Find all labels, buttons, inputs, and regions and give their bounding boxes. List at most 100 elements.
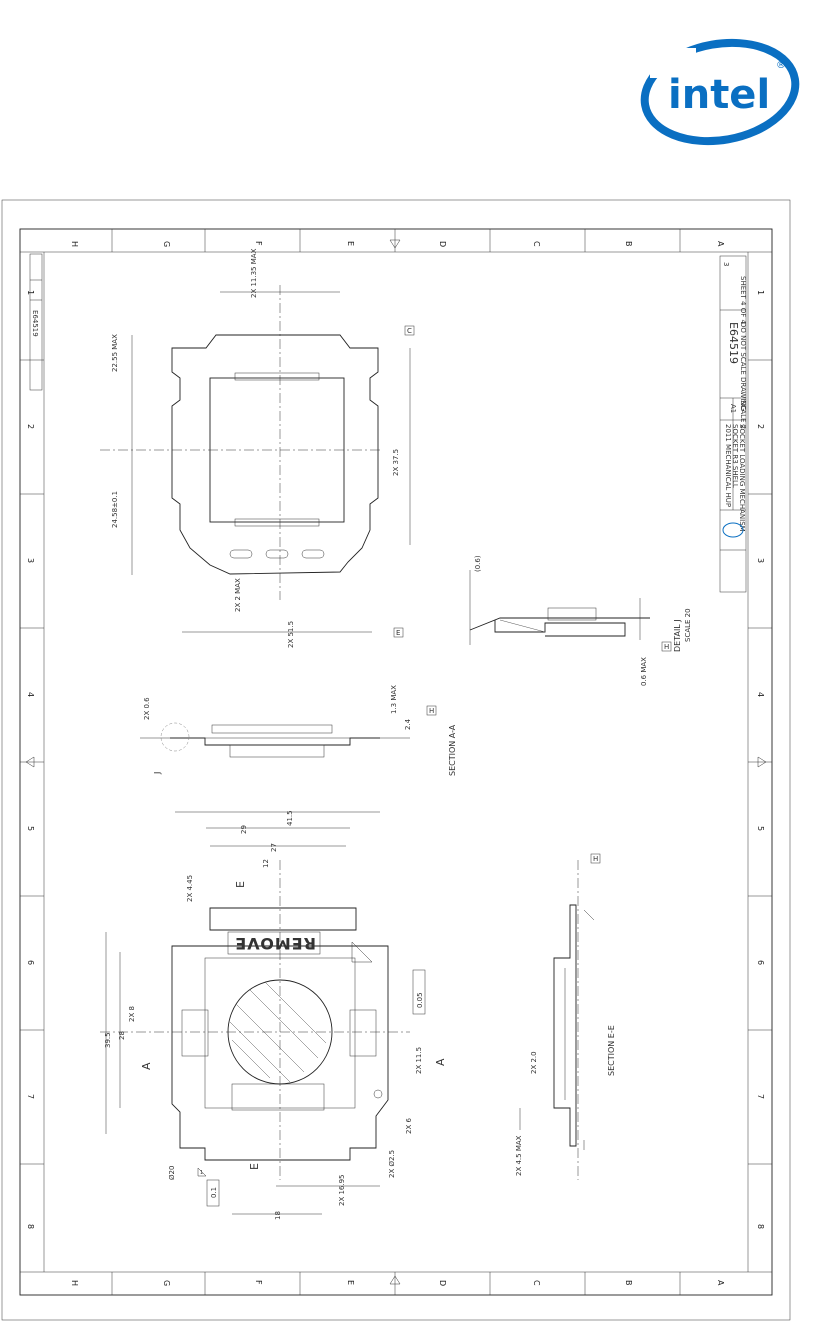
title-size: A1 [729, 404, 737, 413]
title-intel-mark-icon [722, 522, 744, 538]
detail-j-dim-06: (0.6) [474, 555, 482, 572]
rev-block: E64519 [29, 253, 43, 391]
top-dim-2458: 24.58±0.1 [111, 491, 119, 528]
section-mark-e-top: E [234, 881, 247, 888]
title-block: E64519 DO NOT SCALE DRAWING 3 SHEET 4 OF… [719, 255, 747, 593]
zone-number-left: 3 [26, 558, 35, 563]
section-mark-a-left: A [140, 1062, 153, 1070]
section-ee-datum: H [593, 855, 598, 863]
bottom-dim-28: 28 [118, 1031, 126, 1040]
section-aa-callout-j: J [153, 772, 162, 775]
tolerance-box-005: 0.05 [416, 992, 424, 1008]
zone-letter-top: C [532, 241, 541, 247]
intel-logo-text: intel [668, 72, 770, 118]
section-aa-dim-24: 2.4 [404, 718, 412, 730]
zone-number-right: 8 [756, 1224, 765, 1229]
intel-logo: intel ® [640, 38, 800, 146]
title-line-1: 2011 MECHANICAL HUP [724, 424, 732, 507]
section-ee-dim-20: 2X 2.0 [530, 1051, 538, 1074]
zone-number-left: 2 [26, 424, 35, 429]
zone-letter-bottom: C [532, 1280, 541, 1286]
zone-number-right: 7 [756, 1094, 765, 1099]
zone-letter-bottom: F [254, 1280, 263, 1285]
outer-frame [1, 199, 791, 1321]
bottom-dim-25: 2X Ø2.5 [388, 1150, 396, 1178]
section-ee-dim-45max: 2X 4.5 MAX [515, 1135, 523, 1176]
zone-number-left: 1 [26, 290, 35, 295]
bottom-dim-8: 2X 8 [128, 1006, 136, 1022]
bottom-dim-27: 27 [270, 843, 278, 852]
detail-j-datum: H [664, 643, 669, 651]
zone-number-left: 7 [26, 1094, 35, 1099]
top-dim-1135: 2X 11.35 MAX [250, 248, 258, 298]
detail-j-dim-06max: 0.6 MAX [640, 657, 648, 686]
detail-j-scale: SCALE 20 [684, 608, 692, 642]
top-datum-c: C [407, 327, 412, 335]
section-aa-dim-13max: 1.3 MAX [390, 685, 398, 714]
flag-note: 1 [200, 1170, 203, 1176]
section-ee-label: SECTION E-E [607, 1025, 616, 1076]
bottom-dim-395: 39.5 [104, 1032, 112, 1048]
bottom-dim-29: 29 [240, 825, 248, 834]
title-do-not-scale: DO NOT SCALE DRAWING [739, 322, 747, 411]
zone-letter-top: F [254, 241, 263, 246]
remove-engraving: REMOVE [234, 934, 316, 953]
top-dim-2255: 22.55 MAX [111, 334, 119, 372]
svg-text:®: ® [776, 60, 786, 71]
zone-letter-top: G [162, 241, 171, 247]
rev-block-dwg-number: E64519 [31, 310, 39, 337]
zone-letter-top: A [716, 241, 725, 247]
bottom-dim-6: 2X 6 [405, 1118, 413, 1134]
detail-j: (0.6) 0.6 MAX DETAIL J SCALE 20 H [469, 555, 692, 686]
bottom-dim-12: 12 [262, 859, 270, 868]
detail-j-label: DETAIL J [673, 619, 682, 652]
title-drawing-number: E64519 [727, 322, 740, 364]
section-aa-dim-06: 2X 0.6 [143, 697, 151, 720]
zone-letter-bottom: B [624, 1280, 633, 1286]
top-datum-e: E [396, 629, 400, 637]
title-line-3: SOCKET LOADING MECHANISM [738, 424, 746, 532]
zone-letter-top: B [624, 241, 633, 247]
title-scale: SCALE 2 [739, 400, 747, 429]
zone-number-right: 5 [756, 826, 765, 831]
title-line-2: SOCKET R3 SHELL [731, 424, 739, 488]
bottom-view: REMOVE 41.5 29 27 12 2X 4.45 39.5 28 2X … [100, 810, 447, 1220]
zone-number-left: 8 [26, 1224, 35, 1229]
bottom-dim-115: 2X 11.5 [415, 1047, 423, 1074]
zone-number-right: 2 [756, 424, 765, 429]
title-sheet: SHEET 4 OF 4 [739, 276, 747, 324]
section-aa-datum: H [429, 707, 434, 715]
bottom-dim-dia20: Ø20 [168, 1166, 176, 1180]
top-view: 22.55 MAX 24.58±0.1 2X 37.5 2X 11.35 MAX… [100, 248, 415, 648]
section-a-a: J 2X 0.6 1.3 MAX 2.4 SECTION A-A H [140, 685, 457, 776]
zone-letter-bottom: G [162, 1280, 171, 1286]
bottom-dim-445: 2X 4.45 [186, 875, 194, 902]
zone-letter-top: E [346, 241, 355, 246]
zone-number-right: 4 [756, 692, 765, 697]
zone-letter-bottom: A [716, 1280, 725, 1286]
bottom-dim-1695: 2X 16.95 [338, 1174, 346, 1206]
zone-number-left: 6 [26, 960, 35, 965]
bottom-dim-415: 41.5 [286, 810, 294, 826]
zone-letter-bottom: E [346, 1280, 355, 1285]
top-dim-2max: 2X 2 MAX [234, 578, 242, 612]
inner-frame [19, 228, 773, 1296]
section-mark-e-bottom: E [248, 1163, 261, 1170]
bottom-dim-18: 18 [274, 1211, 282, 1220]
zone-number-left: 4 [26, 692, 35, 697]
zone-number-right: 6 [756, 960, 765, 965]
zone-number-left: 5 [26, 826, 35, 831]
zone-letter-top: D [438, 241, 447, 247]
zone-number-right: 3 [756, 558, 765, 563]
zone-letter-bottom: D [438, 1280, 447, 1286]
zone-letter-bottom: H [70, 1280, 79, 1286]
zone-number-right: 1 [756, 290, 765, 295]
section-mark-a-right: A [434, 1058, 447, 1066]
zone-letter-top: H [70, 241, 79, 247]
section-aa-label: SECTION A-A [448, 724, 457, 776]
title-rev: 3 [722, 262, 730, 266]
top-dim-515: 2X 51.5 [287, 621, 295, 648]
tolerance-box-01: 0.1 [210, 1187, 218, 1198]
section-e-e: 2X 2.0 2X 4.5 MAX SECTION E-E H [515, 853, 616, 1180]
